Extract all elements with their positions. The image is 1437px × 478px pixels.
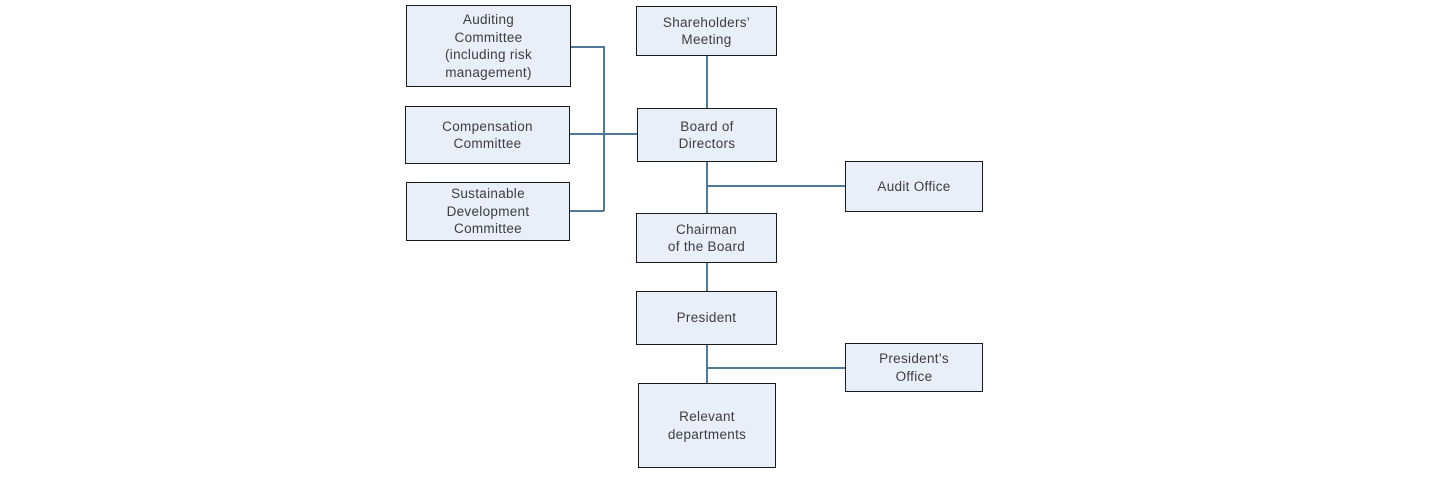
connector-shareholders-to-board bbox=[706, 56, 708, 108]
node-auditing-committee: Auditing Committee (including risk manag… bbox=[406, 5, 571, 87]
connector-sustainable-to-trunk bbox=[570, 210, 604, 212]
node-president: President bbox=[636, 291, 777, 345]
connector-board-to-chairman bbox=[706, 162, 708, 213]
node-shareholders-meeting: Shareholders’ Meeting bbox=[636, 6, 777, 56]
connector-auditing-to-trunk bbox=[570, 46, 604, 48]
node-sustainable-development-committee: Sustainable Development Committee bbox=[406, 182, 570, 241]
node-presidents-office-label: President’s Office bbox=[879, 351, 949, 384]
connector-compensation-to-board bbox=[570, 133, 637, 135]
connector-president-to-departments bbox=[706, 345, 708, 383]
node-auditing-committee-label: Auditing Committee (including risk manag… bbox=[444, 12, 533, 80]
node-chairman-of-the-board-label: Chairman of the Board bbox=[667, 221, 746, 255]
node-board-of-directors: Board of Directors bbox=[637, 108, 777, 162]
connector-chairman-to-president bbox=[706, 263, 708, 291]
node-audit-office: Audit Office bbox=[845, 161, 983, 212]
node-sustainable-development-committee-label: Sustainable Development Committee bbox=[446, 186, 530, 237]
connector-board-to-audit-office bbox=[707, 185, 845, 187]
node-chairman-of-the-board: Chairman of the Board bbox=[636, 213, 777, 263]
node-relevant-departments: Relevant departments bbox=[638, 383, 776, 468]
node-presidents-office: President’s Office bbox=[845, 343, 983, 392]
connector-president-to-office bbox=[707, 367, 845, 369]
node-compensation-committee: Compensation Committee bbox=[405, 106, 570, 164]
node-president-label: President bbox=[676, 310, 737, 326]
connector-committees-trunk bbox=[603, 46, 605, 211]
node-relevant-departments-label: Relevant departments bbox=[667, 409, 747, 442]
node-audit-office-label: Audit Office bbox=[877, 178, 951, 194]
node-board-of-directors-label: Board of Directors bbox=[678, 118, 736, 152]
node-compensation-committee-label: Compensation Committee bbox=[442, 118, 533, 152]
node-shareholders-meeting-label: Shareholders’ Meeting bbox=[662, 14, 751, 48]
